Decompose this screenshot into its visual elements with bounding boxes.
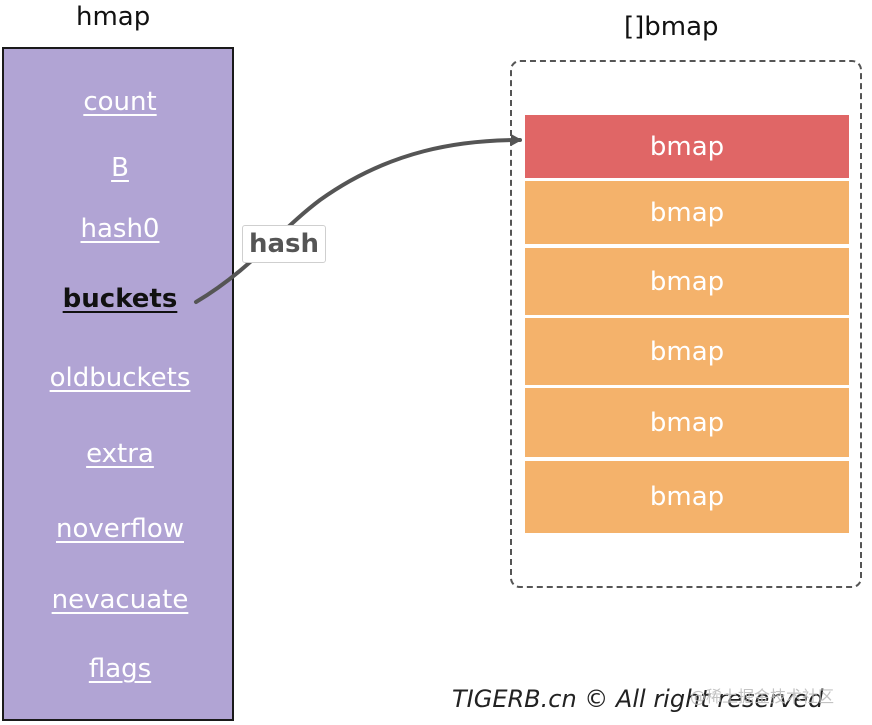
field-nevacuate: nevacuate xyxy=(51,585,189,615)
bmap-cell: bmap xyxy=(525,461,849,533)
field-hash0: hash0 xyxy=(80,214,160,244)
hmap-struct-box: count B hash0 buckets oldbuckets extra n… xyxy=(2,47,234,721)
copyright-text: TIGERB.cn © All right reserved xyxy=(452,685,824,713)
hash-label: hash xyxy=(242,225,327,263)
bmap-array-title: []bmap xyxy=(624,12,719,42)
field-oldbuckets: oldbuckets xyxy=(49,363,191,393)
bmap-cell: bmap xyxy=(525,318,849,385)
watermark-text: @稀土掘金技术社区 xyxy=(690,687,835,706)
field-buckets: buckets xyxy=(62,284,178,314)
field-count: count xyxy=(83,87,157,117)
field-b: B xyxy=(111,153,129,183)
bmap-cell: bmap xyxy=(525,388,849,457)
bmap-cell: bmap xyxy=(525,181,849,244)
bmap-cell: bmap xyxy=(525,248,849,315)
hmap-title: hmap xyxy=(76,2,151,32)
field-flags: flags xyxy=(88,654,152,684)
arrow-curve xyxy=(194,134,522,304)
bmap-array-container xyxy=(510,60,862,588)
field-extra: extra xyxy=(86,439,154,469)
field-noverflow: noverflow xyxy=(55,514,184,544)
bmap-cell: bmap xyxy=(525,115,849,178)
